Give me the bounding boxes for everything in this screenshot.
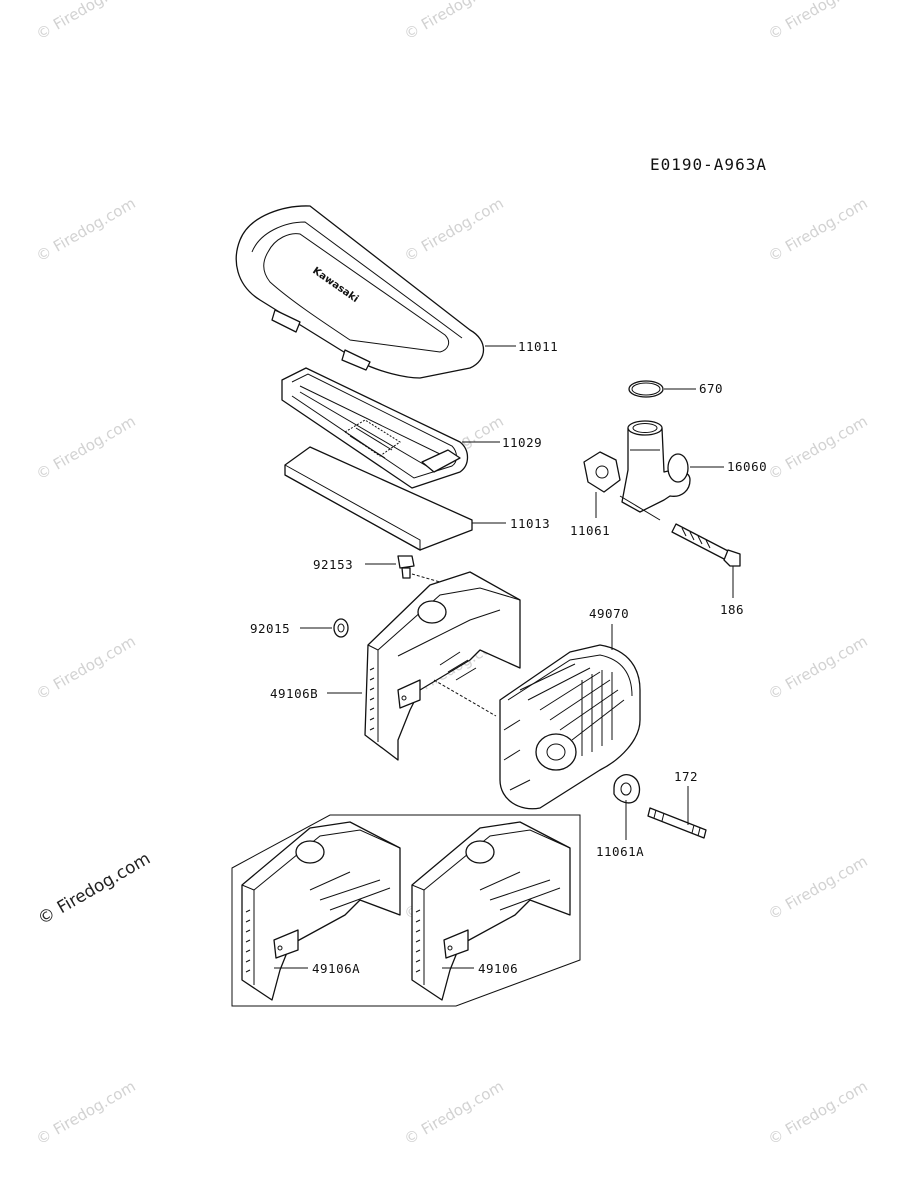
air-cleaner-cover: Kawasaki [235, 205, 516, 379]
air-filter-element [281, 367, 500, 489]
diagram-code: E0190-A963A [650, 155, 767, 174]
watermark-dark: © Firedog.com [35, 849, 154, 930]
washer [300, 618, 349, 638]
watermark: © Firedog.com [765, 632, 871, 703]
label-186: 186 [720, 602, 744, 617]
label-49106A: 49106A [312, 961, 360, 976]
label-92153: 92153 [313, 557, 353, 572]
label-11061: 11061 [570, 523, 610, 538]
watermark: © Firedog.com [33, 632, 139, 703]
muffler [499, 624, 641, 810]
o-ring [628, 380, 696, 398]
watermark: © Firedog.com [401, 1077, 507, 1148]
watermark: © Firedog.com [765, 1077, 871, 1148]
watermark: © Firedog.com [765, 412, 871, 483]
label-16060: 16060 [727, 459, 767, 474]
alternate-covers-box [231, 814, 581, 1007]
intake-elbow [583, 420, 724, 521]
filter-mesh [344, 419, 401, 459]
label-11061A: 11061A [596, 844, 644, 859]
watermark: © Firedog.com [765, 0, 871, 43]
watermark: © Firedog.com [765, 194, 871, 265]
bolt-long [671, 523, 741, 598]
muffler-cover-a [241, 821, 401, 1001]
label-49070: 49070 [589, 606, 629, 621]
label-92015: 92015 [250, 621, 290, 636]
label-11011: 11011 [518, 339, 558, 354]
stud-bolt [647, 786, 707, 839]
watermark: © Firedog.com [401, 0, 507, 43]
watermark: © Firedog.com [33, 1077, 139, 1148]
muffler-cover-b [327, 571, 521, 761]
watermark: © Firedog.com [33, 194, 139, 265]
muffler-gasket [613, 774, 641, 840]
watermark: © Firedog.com [33, 412, 139, 483]
muffler-cover [411, 821, 571, 1001]
part-labels: 11011 11029 11013 670 16060 11061 186 92… [250, 339, 767, 976]
pre-cleaner-pad [284, 446, 506, 551]
label-11029: 11029 [502, 435, 542, 450]
label-670: 670 [699, 381, 723, 396]
watermark: © Firedog.com [765, 852, 871, 923]
bolt-short [365, 555, 441, 583]
label-49106: 49106 [478, 961, 518, 976]
label-172: 172 [674, 769, 698, 784]
watermark: © Firedog.com [33, 0, 139, 43]
label-49106B: 49106B [270, 686, 318, 701]
label-11013: 11013 [510, 516, 550, 531]
watermark: © Firedog.com [401, 194, 507, 265]
